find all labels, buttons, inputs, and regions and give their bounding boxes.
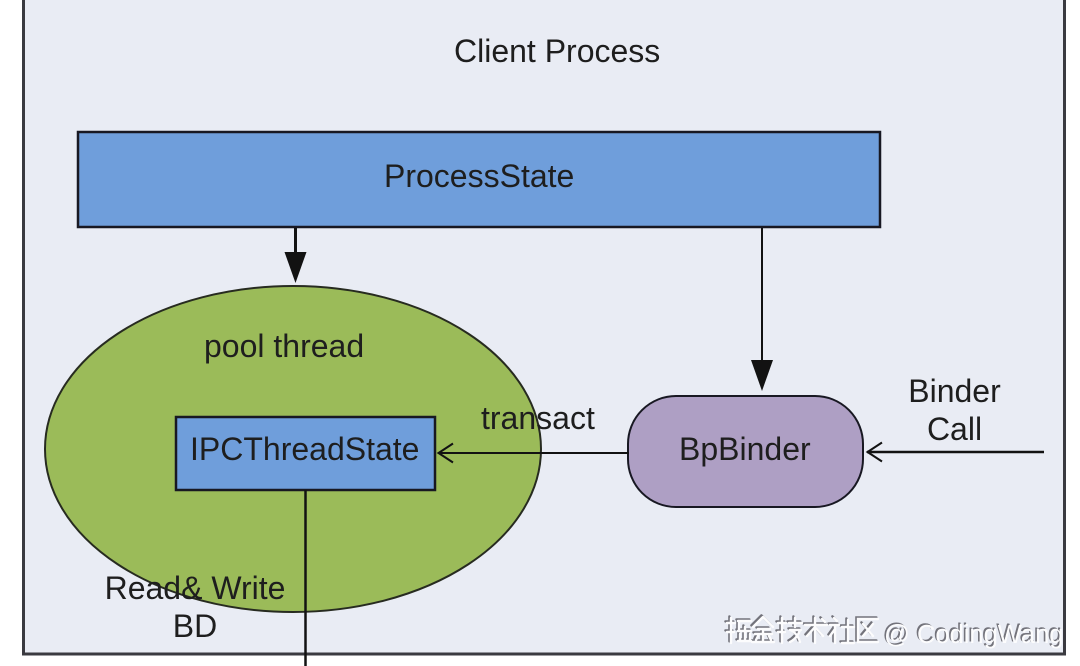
- svg-text:@ CodingWang: @ CodingWang: [882, 619, 1061, 647]
- svg-text:@ CodingWang: @ CodingWang: [884, 621, 1063, 649]
